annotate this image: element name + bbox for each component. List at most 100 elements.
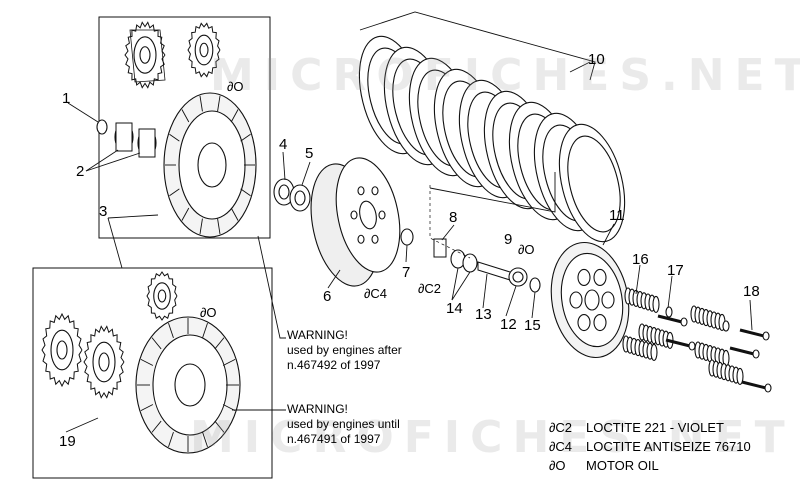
leader-11 [602,223,615,246]
callout-5: 5 [305,145,314,162]
leader-16 [635,264,641,295]
callout-2: 2 [76,163,85,180]
callout-7: 7 [402,264,411,281]
housing-upper-slot [240,133,251,142]
warning-after-line-2: n.467492 of 1997 [287,358,381,372]
leader-4 [282,151,286,181]
washer-1 [96,119,108,135]
housing-lower-slot [151,337,162,350]
warning-until-title: WARNING! [287,402,348,416]
bolt-18b-head [688,341,696,351]
primary-gear-upper-side [129,29,166,83]
leader-15 [531,291,536,319]
housing-upper-slot [240,188,251,197]
hub-bolt-hole [371,186,379,196]
secondary-gear-upper-bore [199,42,209,58]
pushrod-13 [477,261,511,281]
leader-3b [107,217,123,269]
housing-upper-slot [199,218,203,235]
housing-upper-slot [230,207,239,221]
housing-lower-slot [202,431,208,448]
legend-symbol-c2: ∂C2 [549,420,573,435]
housing-lower-slot [214,337,225,350]
callout-1: 1 [62,90,71,107]
callout-10: 10 [588,51,605,68]
housing-upper-slot [217,218,221,235]
spacer-8-body [433,238,447,258]
pressure-plate-center [584,289,600,311]
bolt-18c [739,328,765,338]
warning-until-line-2: n.467491 of 1997 [287,432,381,446]
legend-symbol-c4: ∂C4 [549,439,573,454]
spring-16a [652,295,660,313]
callout-8: 8 [449,209,458,226]
callout-15: 15 [524,317,541,334]
bolt-18a-head [680,317,688,327]
leader-18 [749,299,753,331]
leader-8 [441,224,455,241]
leader-17 [667,275,673,309]
shim-5-hole [294,190,306,206]
housing-upper-slot [169,133,180,142]
hub-bolt-hole [378,210,386,220]
callout-17: 17 [667,262,684,279]
callout-3: 3 [99,203,108,220]
pressure-plate-window [593,268,607,287]
watermark-top: MICROFICHES.NET [210,50,800,101]
callout-11: 11 [609,207,625,224]
housing-lower-slot [214,420,225,433]
housing-lower-slot [168,322,174,339]
housing-upper-slot [169,188,180,197]
leader-2a [85,149,119,172]
callout-6: 6 [323,288,332,305]
leader-12 [505,285,517,317]
spring-16c [650,343,658,361]
leader-1 [67,102,99,123]
callout-13: 13 [475,306,492,323]
pressure-plate-window [601,291,615,309]
bearing-12-inner [512,271,524,283]
lower-variant-box [32,267,273,479]
warning-until-block: WARNING! used by engines until n.467491 … [287,402,400,447]
washer-14b [462,253,478,273]
spring-cup-17a [665,306,673,318]
pressure-plate-window [569,291,583,309]
callout-4: 4 [279,136,288,153]
housing-upper-slot [181,109,190,123]
loctite-c4-symbol: ∂C4 [364,286,388,301]
housing-lower-slot [151,420,162,433]
callout-16: 16 [632,251,649,268]
leader-warning-after [257,235,286,339]
callout-19: 19 [59,433,76,450]
washer-7 [400,228,414,246]
clutch-plate-9-inner [567,135,621,233]
leader-6 [327,269,341,289]
callout-18: 18 [743,283,760,300]
needle-bearing-a-body [115,122,133,152]
leader-2b [85,152,141,172]
clutch-housing-upper-hub [197,142,227,188]
needle-bearing-b-body [138,128,156,158]
bracket-9 [429,172,556,213]
callout-14: 14 [446,300,463,317]
housing-lower-slot [222,358,236,366]
ring-gear-lower-bore [98,352,110,372]
pressure-plate-window [577,313,591,332]
legend-text-c4: LOCTITE ANTISEIZE 76710 [586,439,751,454]
bolt-18e [741,380,767,390]
warning-until-line-1: used by engines until [287,417,400,431]
leader-7 [405,244,408,263]
housing-lower-slot [140,358,154,366]
bolt-18e-head [764,383,772,393]
hub-bolt-hole [350,210,358,220]
motor-oil-symbol-shaft: ∂O [518,242,535,257]
housing-lower-slot [202,322,208,339]
housing-upper-slot [217,95,221,112]
leader-5 [301,161,311,186]
legend-text-c2: LOCTITE 221 - VIOLET [586,420,724,435]
housing-upper-slot [181,207,190,221]
leader-14b [451,271,471,301]
leader-13 [482,273,488,309]
